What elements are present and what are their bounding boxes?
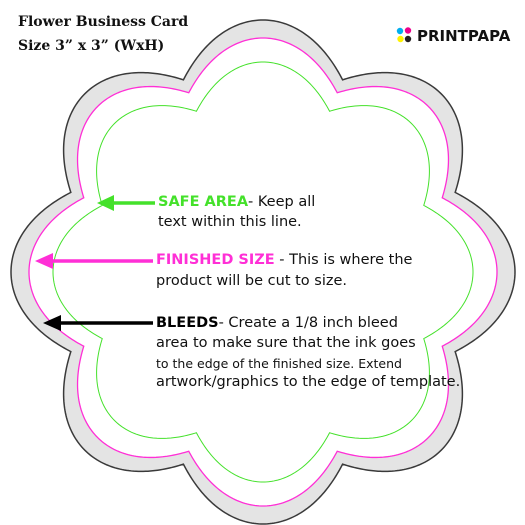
bleeds-label: BLEEDS — [156, 315, 219, 331]
safe-area-label: SAFE AREA — [158, 194, 249, 210]
finished-size-desc-2: product will be cut to size. — [156, 273, 348, 289]
bleeds-desc-1: - Create a 1/8 inch bleed — [218, 315, 398, 331]
safe-area-desc-2: text within this line. — [158, 214, 302, 230]
bleeds-line-1: BLEEDS- Create a 1/8 inch bleed — [156, 315, 398, 331]
finished-size-trim-line — [28, 37, 498, 507]
safe-area-arrow — [97, 195, 155, 211]
bleeds-desc-2: area to make sure that the ink goes — [156, 335, 416, 351]
safe-area-line-1: SAFE AREA- Keep all — [158, 194, 315, 210]
cmyk-drops-icon — [396, 27, 412, 43]
size-spec: Size 3” x 3” (WxH) — [18, 38, 165, 54]
finished-size-line-1: FINISHED SIZE - This is where the — [156, 252, 412, 268]
finished-size-label: FINISHED SIZE — [156, 252, 275, 268]
page-title: Flower Business Card — [18, 14, 189, 30]
bleeds-desc-3: to the edge of the finished size. Extend — [156, 356, 402, 371]
safe-area-line — [52, 61, 474, 483]
bleed-arrow — [43, 315, 153, 331]
finished-size-desc-1: - This is where the — [274, 252, 413, 268]
brand-name: PRINTPAPA — [417, 27, 511, 45]
safe-area-desc-1: - Keep all — [248, 194, 316, 210]
finished-size-arrow — [35, 253, 153, 269]
bleeds-desc-4: artwork/graphics to the edge of template… — [156, 374, 461, 390]
printpapa-logo: PRINTPAPA — [396, 27, 510, 45]
